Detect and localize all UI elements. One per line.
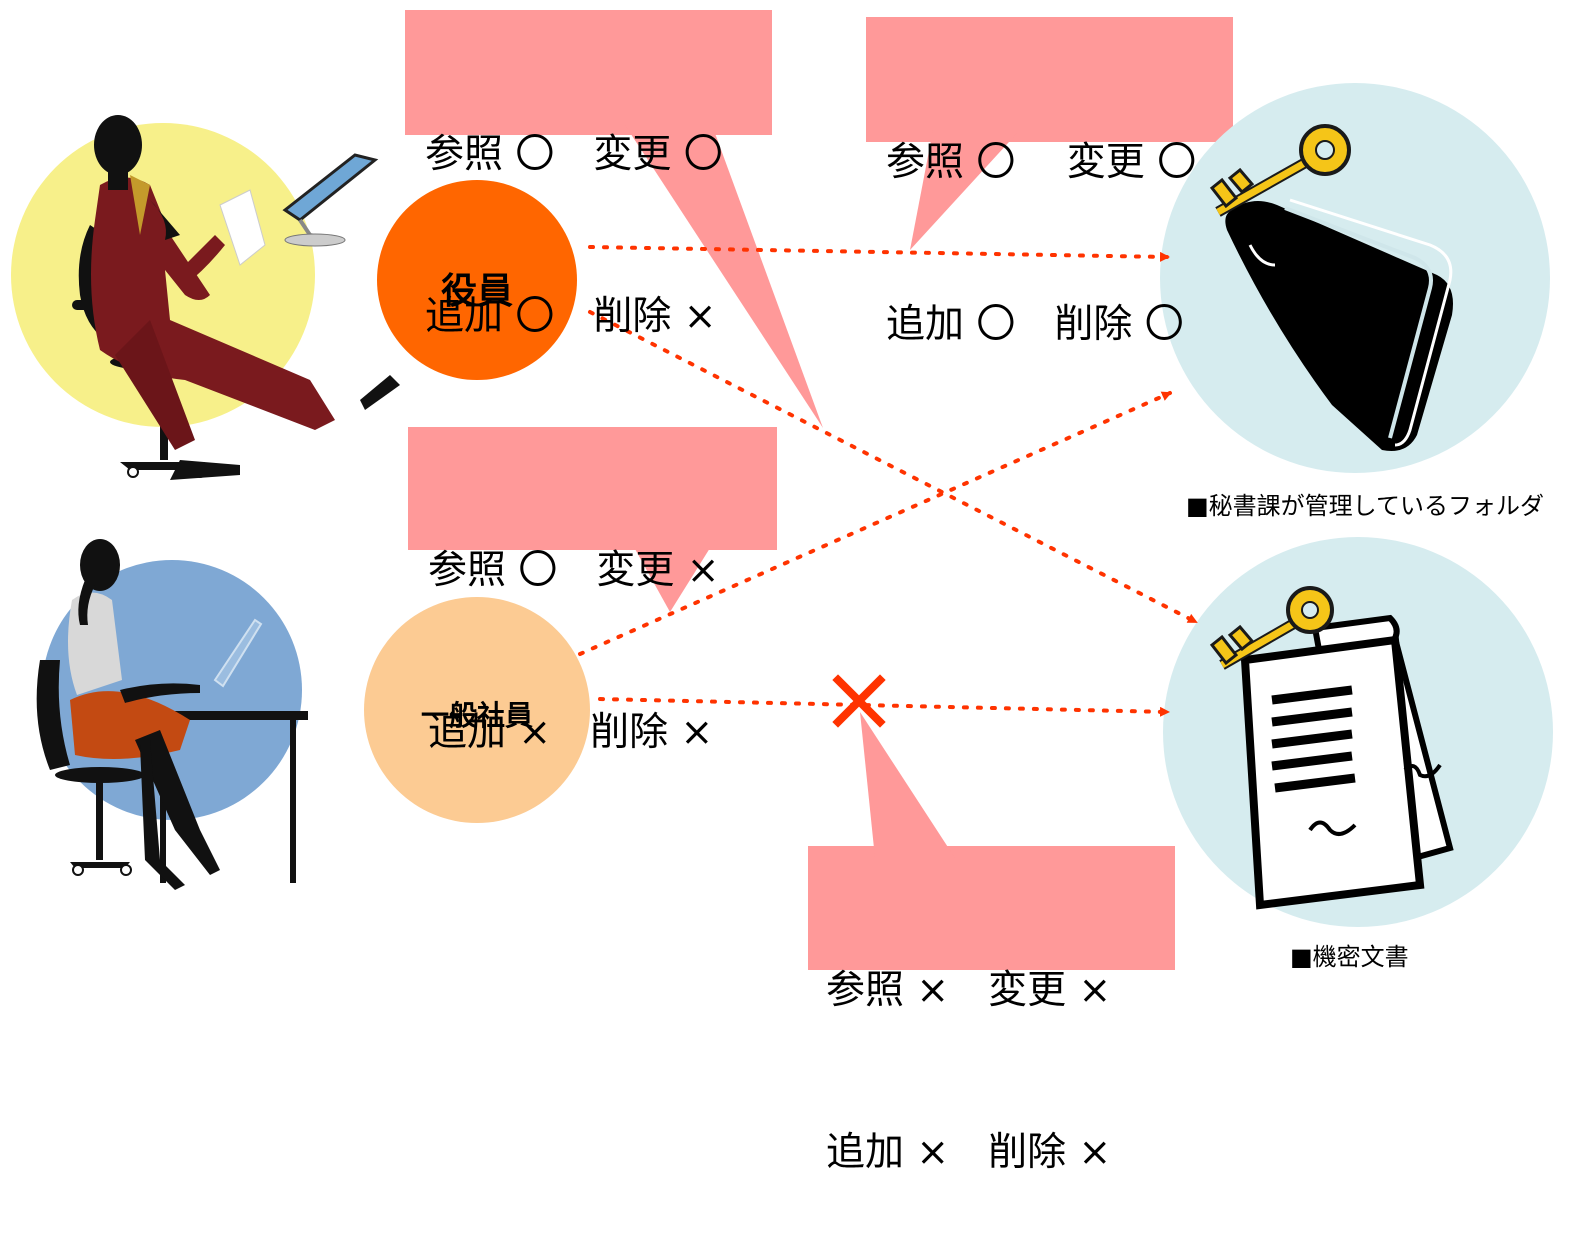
employee-role-circle xyxy=(364,597,590,823)
permissions-line1: 参照 〇 変更 〇 xyxy=(425,132,723,177)
document-caption: ■機密文書 xyxy=(1290,943,1409,971)
callout-employee-document xyxy=(808,712,1175,970)
arrow-executive-to-folder xyxy=(588,245,1170,262)
permissions-line2: 追加 〇 削除 〇 xyxy=(886,302,1184,347)
employee-illustration xyxy=(36,539,308,890)
permissions-line2: 追加 × 削除 × xyxy=(826,1130,1112,1175)
executive-role-label: 役員 xyxy=(440,271,513,312)
callout-executive-document xyxy=(405,10,823,428)
arrow-employee-to-folder xyxy=(578,391,1172,656)
permissions-line1: 参照 × 変更 × xyxy=(826,968,1112,1013)
executive-illustration xyxy=(11,115,400,480)
permissions-line2: 追加 〇 削除 × xyxy=(425,294,717,339)
employee-role-label: 一般社員 xyxy=(420,699,533,732)
executive-role-circle xyxy=(377,180,577,380)
permissions-employee-folder: 参照 〇 変更 × 追加 × 削除 × xyxy=(428,436,719,814)
document-icon xyxy=(1240,614,1454,910)
deny-x-mark xyxy=(832,674,886,728)
document-key-icon xyxy=(1209,586,1334,670)
callout-executive-folder xyxy=(866,17,1233,250)
folder-icon xyxy=(1225,198,1453,451)
permissions-executive-folder: 参照 〇 変更 〇 追加 〇 削除 〇 xyxy=(886,28,1196,406)
callout-employee-folder xyxy=(408,427,777,612)
permissions-employee-document: 参照 × 変更 × 追加 × 削除 × xyxy=(826,856,1111,1234)
permissions-line1: 参照 〇 変更 〇 xyxy=(886,140,1197,185)
folder-key-icon xyxy=(1209,124,1351,217)
permissions-line2: 追加 × 削除 × xyxy=(428,710,714,755)
arrow-executive-to-document xyxy=(588,310,1198,624)
folder-caption: ■秘書課が管理しているフォルダ xyxy=(1186,492,1544,520)
permissions-line1: 参照 〇 変更 × xyxy=(428,548,720,593)
permissions-executive-document: 参照 〇 変更 〇 追加 〇 削除 × xyxy=(425,20,723,398)
arrow-employee-to-document xyxy=(598,697,1170,717)
